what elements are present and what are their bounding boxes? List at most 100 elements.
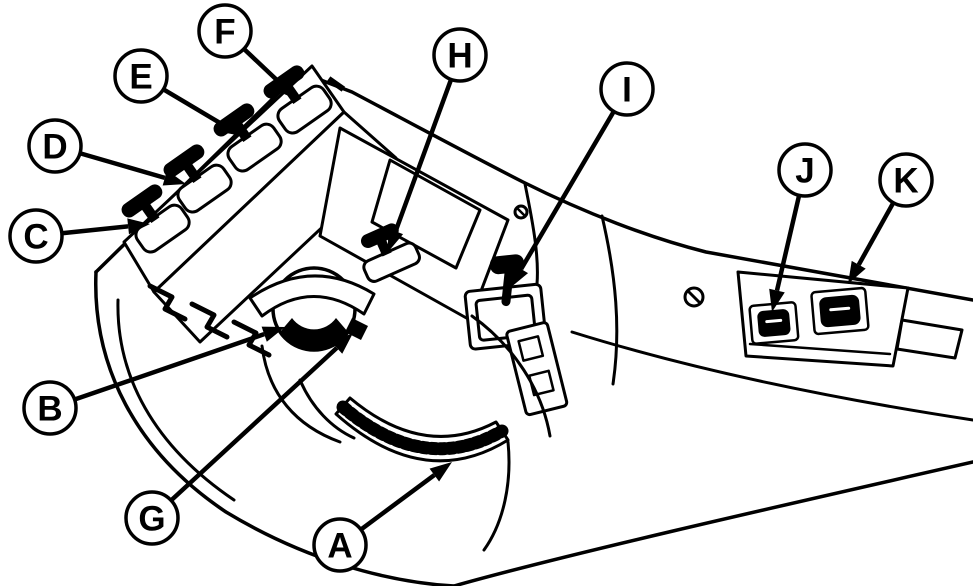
callout-arrow-shaft (169, 346, 339, 503)
console-bottom-edge (452, 460, 973, 586)
callout-circle (878, 152, 934, 208)
cowl-edge-right (470, 314, 552, 438)
callout-circle (27, 118, 83, 174)
screw-small (513, 204, 529, 220)
console-inner-left-curve (116, 298, 236, 502)
callout-h: H (388, 27, 488, 252)
boot-inner (298, 378, 356, 440)
lever-stem (233, 122, 252, 143)
callout-k: K (848, 152, 934, 284)
callout-arrowhead (331, 333, 353, 354)
lever-c (121, 184, 191, 254)
callout-arrowhead (276, 79, 298, 100)
callout-circle (432, 27, 488, 83)
callout-arrowhead (848, 260, 866, 284)
console-top-edge (94, 70, 973, 302)
cowl-lower (482, 440, 511, 552)
callout-letter: J (795, 152, 814, 191)
callout-arrowhead (218, 117, 242, 136)
callout-arrowhead (510, 264, 529, 288)
blank-plate (370, 158, 482, 270)
seam-line-2 (600, 214, 619, 386)
console-left-edge (94, 270, 456, 586)
callout-arrow-shaft (393, 78, 454, 233)
lever-stem (183, 163, 202, 184)
lever-i-stem (501, 268, 514, 307)
console-mid-right-line (570, 330, 973, 422)
decal-strip (505, 321, 569, 417)
screw-head (683, 286, 705, 308)
boot-outline (260, 344, 342, 444)
callout-letter: C (23, 218, 48, 257)
rocker-switch-j (748, 301, 800, 345)
callout-letter: K (893, 162, 918, 201)
rocker-switch-k (810, 286, 870, 336)
callout-circle (197, 3, 253, 59)
screw-small-slot (515, 206, 527, 218)
gate-slot-1 (147, 283, 188, 322)
callout-arrowhead (388, 228, 404, 252)
lever-d (163, 144, 233, 214)
callout-arrow-shaft (519, 110, 616, 271)
callout-arrow-shaft (162, 87, 225, 127)
callout-circle (599, 61, 655, 117)
callout-arrow-shaft (73, 332, 265, 402)
callout-letter: B (37, 390, 62, 429)
guide-rail (248, 274, 376, 318)
callout-j: J (769, 142, 833, 312)
knob-dark-band (280, 318, 348, 351)
callout-e: E (113, 48, 242, 136)
callout-b: B (22, 326, 285, 436)
lever-handle (121, 184, 163, 218)
callout-arrowhead (127, 218, 150, 235)
callout-f: F (197, 3, 298, 100)
callout-arrow-shaft (774, 194, 802, 292)
callout-letter: F (214, 13, 235, 52)
callout-a: A (312, 462, 452, 573)
callout-arrowhead (769, 288, 785, 312)
callout-circle (113, 48, 169, 104)
callout-c: C (8, 208, 150, 264)
machine-art (94, 64, 973, 586)
gate-slot-2 (189, 301, 230, 340)
callout-letter: I (622, 71, 632, 110)
seam-line-1 (523, 182, 539, 286)
quadrant-teeth (336, 400, 509, 456)
lever-handle (163, 144, 205, 178)
lever-h-stem (376, 239, 392, 257)
callout-arrowhead (162, 170, 186, 186)
callout-g: G (124, 333, 353, 546)
callout-letter: E (129, 58, 152, 97)
rocker-j-notch (765, 318, 783, 324)
decal-window-1 (517, 335, 545, 362)
callout-circle (777, 142, 833, 198)
callout-circle (22, 380, 78, 436)
screw-small-head (513, 204, 529, 220)
screw-head-circle (683, 286, 705, 308)
callout-i: I (510, 61, 655, 288)
callout-arrowhead (261, 326, 285, 342)
slot-tick (326, 76, 346, 92)
switch-panel-step (748, 342, 892, 356)
callout-d: D (27, 118, 186, 186)
callout-arrow-shaft (856, 201, 896, 266)
callout-letter: G (138, 500, 165, 539)
screw-head-slot (686, 289, 702, 305)
callout-arrowhead (429, 462, 452, 482)
callout-arrow-shaft (61, 224, 129, 236)
lever-h (360, 223, 421, 283)
side-slot (895, 318, 964, 360)
callout-arrow-shaft (79, 151, 166, 181)
rocker-j-button (757, 309, 791, 337)
rocker-k-notch (829, 306, 851, 312)
callout-arrow-shaft (359, 473, 436, 532)
callout-letter: D (42, 128, 67, 167)
lever-handle (263, 65, 305, 99)
rocker-k-button (819, 294, 861, 328)
toothed-quadrant (334, 396, 510, 463)
callout-arrow-shaft (242, 47, 284, 87)
callout-letter: A (327, 527, 352, 566)
lever-stem (141, 203, 160, 224)
